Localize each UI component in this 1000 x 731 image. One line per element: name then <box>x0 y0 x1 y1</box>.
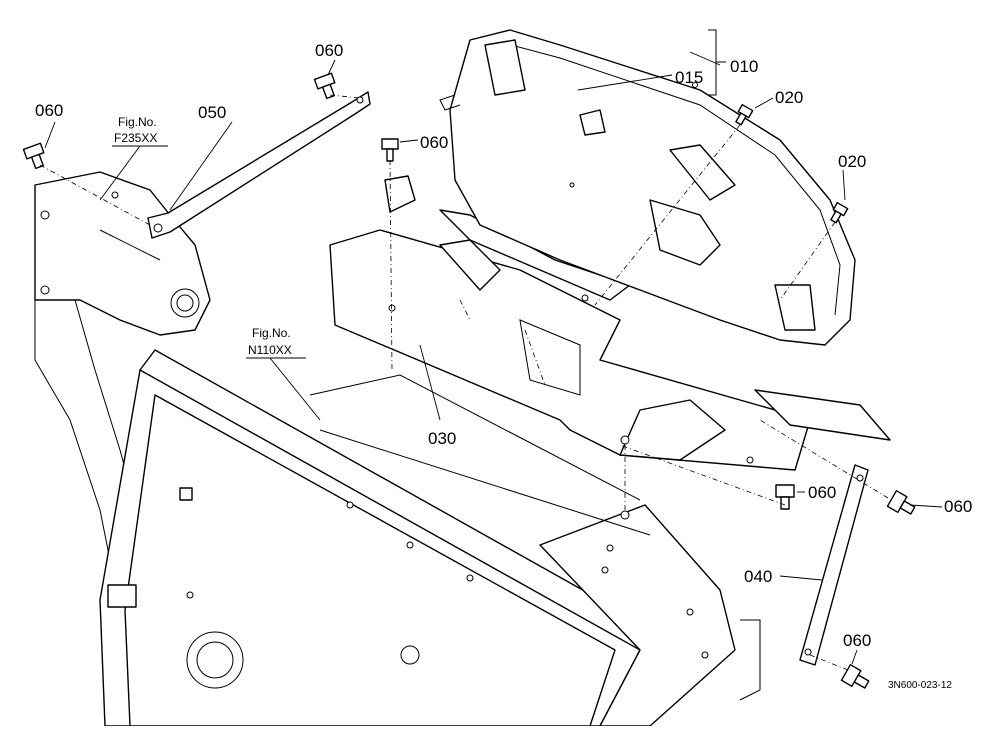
callout-060-b: 060 <box>315 41 343 60</box>
stay-bar-050 <box>147 91 371 239</box>
callout-040: 040 <box>744 567 772 586</box>
stay-bar-040 <box>799 464 869 666</box>
callout-020-a: 020 <box>775 88 803 107</box>
callout-015: 015 <box>675 68 703 87</box>
meter-bracket-030 <box>329 175 891 471</box>
fig-ref-code-n110: N110XX <box>248 343 292 357</box>
callout-030: 030 <box>428 429 456 448</box>
callout-060-d: 060 <box>808 483 836 502</box>
bolt-icon-group <box>22 72 916 689</box>
fig-ref-label-n110: Fig.No. <box>252 326 291 340</box>
fig-ref-label-f235: Fig.No. <box>118 115 157 129</box>
callout-060-f: 060 <box>843 631 871 650</box>
panel-frame <box>99 349 761 727</box>
figure-references: Fig.No. F235XX Fig.No. N110XX <box>112 115 306 359</box>
assembly-centerlines <box>39 94 889 671</box>
meter-assembly-010 <box>439 29 856 346</box>
callout-020-b: 020 <box>838 152 866 171</box>
callout-060-c: 060 <box>420 133 448 152</box>
fig-ref-code-f235: F235XX <box>114 131 157 145</box>
callout-060-e: 060 <box>944 497 972 516</box>
callout-050: 050 <box>198 103 226 122</box>
drawing-code: 3N600-023-12 <box>888 680 952 691</box>
callout-060-a: 060 <box>35 101 63 120</box>
callout-010: 010 <box>730 57 758 76</box>
callout-labels: 060 060 050 010 015 020 020 060 030 060 … <box>35 41 972 650</box>
leader-lines <box>44 29 943 665</box>
